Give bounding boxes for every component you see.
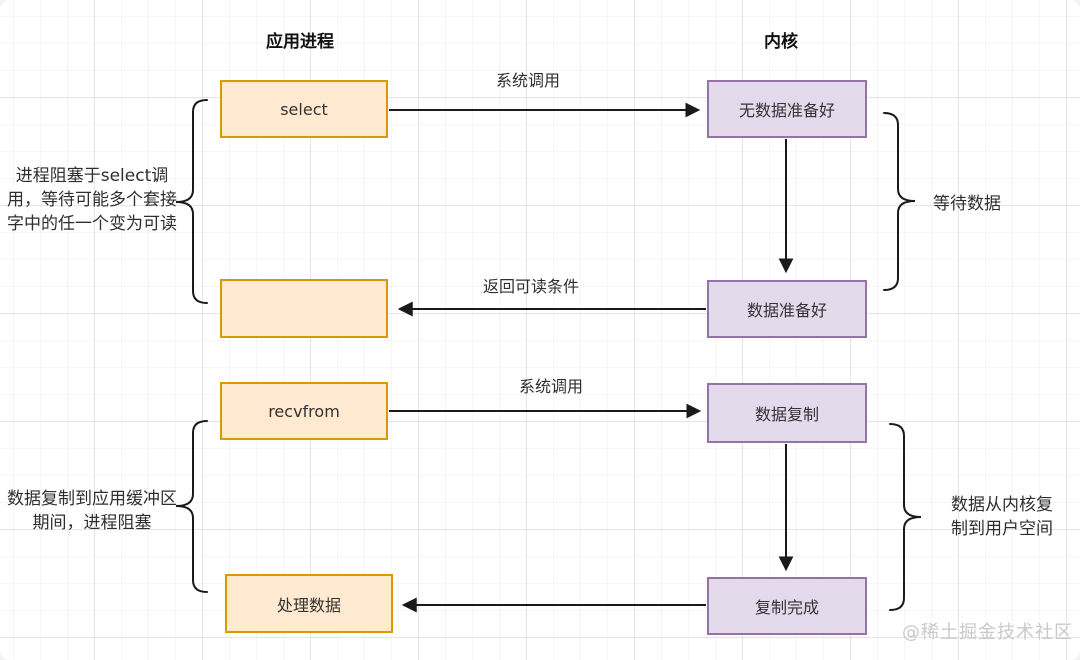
label-syscall-bottom: 系统调用 [518,377,584,396]
box-recvfrom: recvfrom [220,382,388,440]
label-return-readable: 返回可读条件 [482,277,580,296]
juejin-watermark: @稀土掘金技术社区 [902,622,1073,643]
label-syscall-top: 系统调用 [495,71,561,90]
box-select-return [220,279,388,338]
note-select-blocking: 进程阻塞于select调用，等待可能多个套接字中的任一个变为可读 [7,166,177,234]
brace-right-top [883,112,916,291]
box-no-data-ready: 无数据准备好 [707,80,867,138]
box-data-ready: 数据准备好 [707,280,867,338]
column-header-kernel: 内核 [764,32,798,52]
box-select: select [220,80,388,138]
brace-left-bottom [175,420,208,593]
column-header-application-process: 应用进程 [266,32,334,52]
note-copy-blocking: 数据复制到应用缓冲区期间，进程阻塞 [7,489,177,533]
brace-right-bottom [889,423,922,611]
box-process-data: 处理数据 [225,574,393,633]
box-data-copy: 数据复制 [707,383,867,443]
box-copy-done: 复制完成 [707,577,867,635]
note-copy-kernel-to-user: 数据从内核复制到用户空间 [951,495,1053,539]
brace-left-top [175,99,208,304]
note-wait-data: 等待数据 [933,194,1001,214]
